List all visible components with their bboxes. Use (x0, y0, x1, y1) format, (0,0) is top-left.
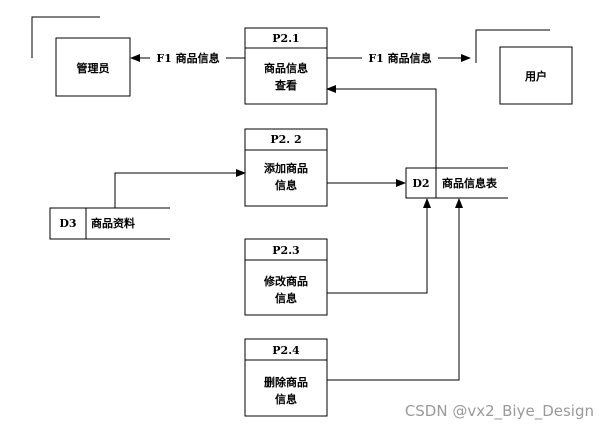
process-p2-3-line1: 修改商品 (263, 274, 308, 288)
entity-admin-box (55, 37, 131, 97)
entity-admin: 管理员 (31, 16, 131, 97)
process-p2-1-box (244, 27, 328, 105)
flow-to-user-label-bg (362, 50, 438, 65)
process-p2-4-line2: 信息 (275, 392, 297, 406)
store-d2-name: 商品信息表 (442, 176, 498, 190)
process-p2-4-box (244, 338, 328, 417)
process-p2-1: P2.1 商品信息 查看 (244, 27, 328, 105)
store-d3: D3 商品资料 (49, 207, 170, 240)
watermark-text: CSDN @vx2_Biye_Design (405, 402, 594, 421)
entity-admin-label: 管理员 (77, 61, 110, 75)
entity-user-shadow (475, 29, 550, 63)
flow-d2-to-p2-1 (326, 85, 437, 168)
process-p2-3-id: P2.3 (272, 244, 299, 257)
process-p2-3-box (244, 238, 328, 316)
flow-p2-3-to-d2 (327, 198, 431, 294)
entity-user-box (499, 46, 573, 105)
process-p2-3: P2.3 修改商品 信息 (244, 238, 328, 316)
store-d3-id: D3 (59, 217, 76, 230)
entity-user: 用户 (475, 29, 573, 105)
process-p2-1-line1: 商品信息 (264, 61, 308, 75)
flow-p2-4-to-d2 (327, 198, 463, 381)
process-p2-4-line1: 删除商品 (264, 375, 308, 389)
flow-to-admin: F1 商品信息 (130, 50, 245, 65)
process-p2-4-id: P2.4 (272, 344, 300, 357)
process-p2-2-id: P2. 2 (270, 133, 301, 146)
process-p2-2-line1: 添加商品 (264, 161, 308, 175)
store-d3-outline (49, 207, 170, 240)
process-p2-2-box (244, 128, 328, 207)
process-p2-1-id: P2.1 (272, 32, 299, 45)
process-p2-1-line2: 查看 (275, 78, 297, 92)
process-p2-4: P2.4 删除商品 信息 (244, 338, 328, 417)
flow-d3-to-p2-2 (114, 169, 246, 208)
store-d2-id: D2 (412, 177, 429, 190)
process-p2-3-line2: 信息 (275, 291, 297, 305)
flow-to-admin-label: F1 商品信息 (156, 51, 219, 65)
flow-to-user: F1 商品信息 (327, 50, 471, 65)
entity-user-label: 用户 (525, 69, 547, 83)
process-p2-2-line2: 信息 (275, 178, 297, 192)
process-p2-2: P2. 2 添加商品 信息 (244, 128, 328, 207)
store-d3-name: 商品资料 (91, 216, 135, 230)
entity-admin-shadow (31, 16, 100, 58)
flow-to-admin-label-bg (150, 50, 226, 65)
flow-to-user-label: F1 商品信息 (368, 51, 431, 65)
store-d2: D2 商品信息表 (405, 167, 508, 199)
